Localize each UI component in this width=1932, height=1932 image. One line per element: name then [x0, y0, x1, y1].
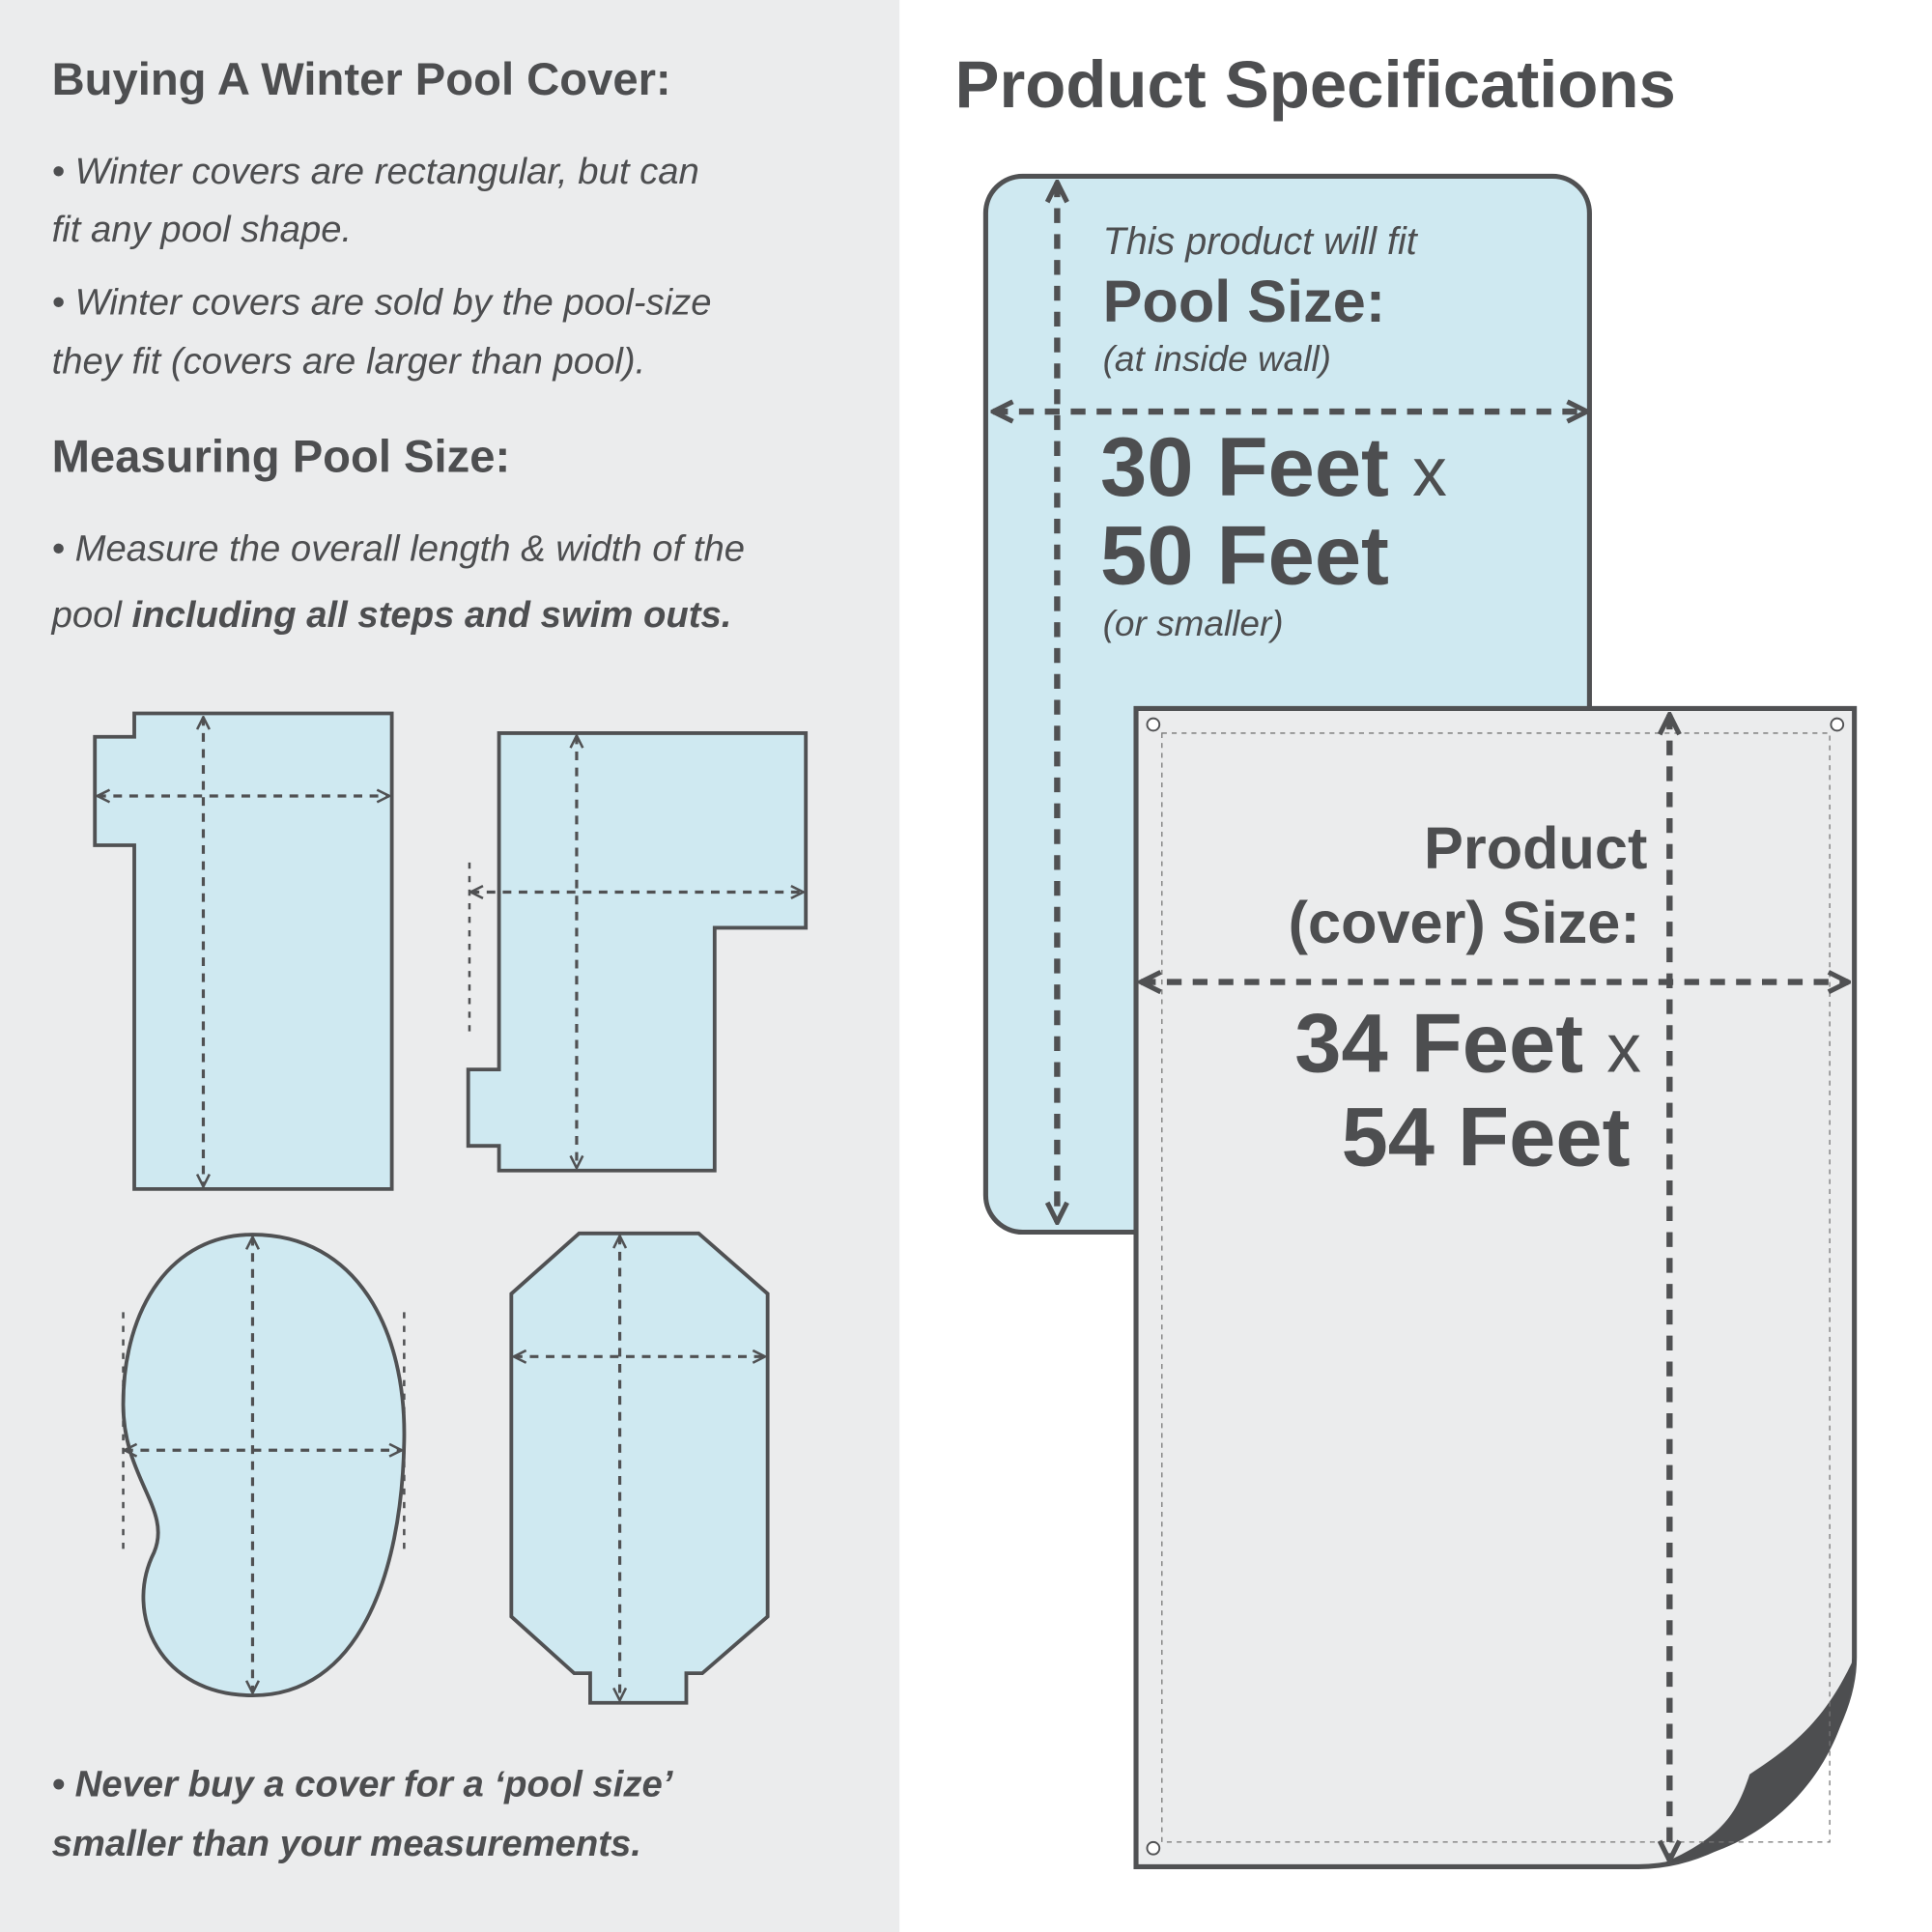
bullet-3-line-2: pool including all steps and swim outs.: [52, 586, 732, 645]
heading-buying: Buying A Winter Pool Cover:: [51, 54, 671, 105]
pool-shape-octagon: [509, 1231, 770, 1705]
bullet-3-plain: pool: [51, 595, 132, 637]
heading-measuring: Measuring Pool Size:: [51, 431, 511, 482]
cover-width-value: 34 Feet: [1294, 996, 1584, 1091]
page-title: Product Specifications: [954, 47, 1676, 123]
bullet-1-line-1: • Winter covers are rectangular, but can: [51, 151, 699, 192]
times-sign: x: [1412, 432, 1447, 511]
grommet: [1830, 717, 1845, 732]
pool-width: 30 Feet x: [1100, 419, 1447, 515]
grommet: [1146, 717, 1161, 732]
pool-width-value: 30 Feet: [1100, 419, 1389, 514]
pool-shape-l-step: [93, 711, 394, 1191]
cover-label-line-1: Product: [1424, 816, 1648, 883]
pool-length: 50 Feet: [1100, 508, 1389, 603]
bullet-2-line-2: they fit (covers are larger than pool).: [51, 341, 646, 383]
grommet: [1146, 1840, 1161, 1856]
bullet-3-bold: including all steps and swim outs.: [131, 595, 732, 637]
footer-line-2: smaller than your measurements.: [51, 1823, 641, 1864]
cover-width: 34 Feet x: [1294, 996, 1641, 1092]
bullet-1-line-2: fit any pool shape.: [51, 209, 353, 250]
pool-shape-l-swimout: [466, 731, 809, 1173]
cover-curl: [1662, 1657, 1855, 1863]
pool-qualifier: (or smaller): [1102, 605, 1284, 645]
pool-size-note: (at inside wall): [1102, 340, 1331, 380]
cover-length: 54 Feet: [1341, 1090, 1631, 1184]
pool-shape-kidney: [121, 1233, 407, 1698]
pool-size-label: Pool Size:: [1102, 270, 1386, 335]
bullet-2-line-1: • Winter covers are sold by the pool-siz…: [51, 282, 712, 324]
footer-line-1: • Never buy a cover for a ‘pool size’: [51, 1764, 673, 1805]
bullet-3-line-1: • Measure the overall length & width of …: [51, 528, 746, 570]
cover-label-line-2: (cover) Size:: [1288, 891, 1640, 956]
pool-intro: This product will fit: [1102, 219, 1417, 263]
times-sign: x: [1606, 1009, 1641, 1087]
